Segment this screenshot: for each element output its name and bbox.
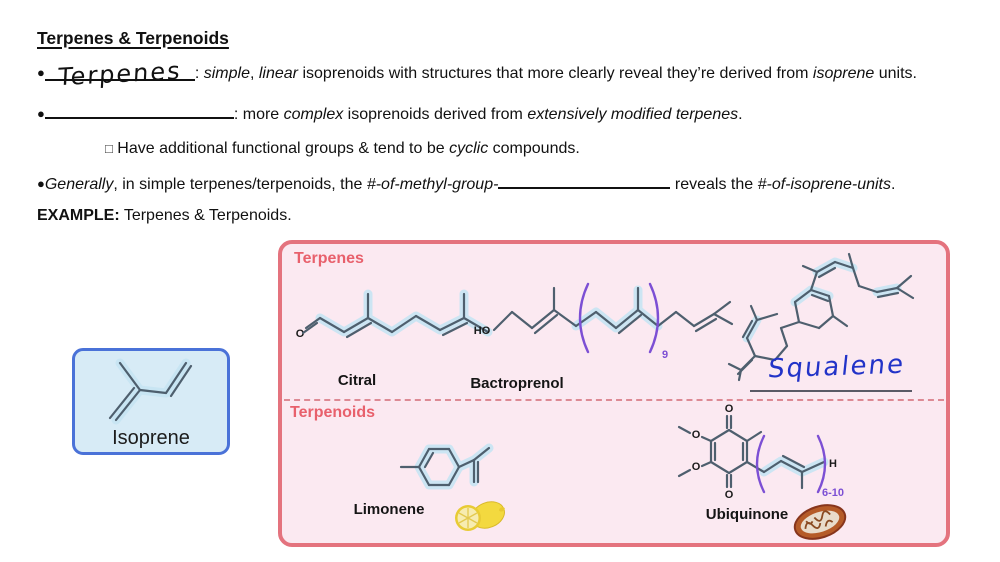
section-divider [284, 399, 944, 401]
isoprene-structure [108, 358, 193, 425]
fill-in-blank-methyl[interactable] [498, 175, 671, 189]
fill-in-blank-terpenoids[interactable] [44, 105, 234, 119]
squalene-bonds [727, 252, 915, 382]
bactoprenol-highlight [571, 285, 663, 333]
oxygen-label: O [725, 403, 734, 415]
repeat-count-9: 9 [662, 349, 668, 361]
terpenes-def-colon: : [194, 65, 204, 82]
repeat-open-paren [755, 434, 766, 494]
example-text: Terpenes & Terpenoids. [119, 207, 292, 224]
terpenoids-def-complex: complex [283, 106, 344, 123]
oxygen-label: O [296, 328, 305, 340]
terpenoids-def-start: : more [233, 106, 284, 123]
hydroxyl-label: HO [474, 325, 491, 337]
ubiquinone-structure: O O O O H 6-10 [677, 403, 844, 501]
ubiquinone-label: Ubiquinone [705, 506, 789, 523]
section-label-terpenes: Terpenes [294, 250, 364, 267]
bullet-generally-line: ●Generally, in simple terpenes/terpenoid… [37, 173, 895, 196]
repeat-close-paren [816, 434, 827, 494]
terpenes-def-sep: , [249, 65, 259, 82]
terpenoids-def-modified: extensively modified terpenes [527, 106, 739, 123]
ubiquinone-bonds [677, 414, 826, 490]
methoxy-oxygen-label: O [692, 461, 701, 473]
limonene-label: Limonene [353, 501, 425, 518]
cyclic-text-start: Have additional functional groups & tend… [112, 140, 450, 157]
page-title: Terpenes & Terpenoids [37, 28, 229, 48]
terpenoids-def-mid: isoprenoids derived from [343, 106, 528, 123]
citral-label: Citral [337, 372, 377, 389]
generally-italic: Generally [44, 176, 114, 193]
bullet-dot-icon: ● [37, 176, 45, 191]
terpenoids-def-end: . [738, 106, 743, 123]
bactoprenol-bonds [492, 286, 734, 335]
example-line: EXAMPLE: Terpenes & Terpenoids. [37, 205, 292, 227]
methyl-group-italic: #-of-methyl-group- [366, 176, 499, 193]
square-bullet-icon: □ [105, 141, 113, 156]
bactoprenol-label: Bactroprenol [470, 375, 564, 392]
limonene-bonds [399, 446, 491, 487]
generally-text: , in simple terpenes/terpenoids, the [113, 176, 367, 193]
squalene-underline [750, 390, 912, 392]
repeat-close-paren [648, 282, 660, 354]
handwritten-terpenes-ink[interactable]: Terpenes [57, 56, 183, 92]
terpenes-def-end: units. [874, 65, 917, 82]
example-label: EXAMPLE: [37, 207, 120, 224]
terpenes-def-body: isoprenoids with structures that more cl… [298, 65, 813, 82]
methoxy-oxygen-label: O [692, 429, 701, 441]
terpenes-def-isoprene: isoprene [812, 65, 875, 82]
terpene-examples-panel: Terpenes O Citral HO [278, 240, 950, 547]
cyclic-text-end: compounds. [488, 140, 580, 157]
lemon-icon [455, 501, 505, 531]
terpenes-def-linear: linear [258, 65, 299, 82]
isoprene-card: Isoprene [72, 348, 230, 455]
fill-in-blank-terpenes[interactable]: Terpenes [44, 56, 195, 92]
isoprene-units-italic: #-of-isoprene-units [757, 176, 891, 193]
bullet-dot-icon: ● [37, 106, 45, 121]
section-label-terpenoids: Terpenoids [290, 404, 376, 421]
oxygen-label: O [725, 489, 734, 501]
bullet-terpenes-line: ● Terpenes: simple, linear isoprenoids wi… [37, 56, 917, 92]
handwritten-squalene-ink[interactable]: Squalene [766, 349, 907, 385]
sub-bullet-cyclic-line: □ Have additional functional groups & te… [105, 138, 580, 160]
hydrogen-label: H [829, 458, 837, 470]
bullet-terpenoids-line: ● : more complex isoprenoids derived from… [37, 103, 743, 126]
squalene-structure [727, 252, 915, 382]
citral-structure: O [296, 289, 493, 340]
isoprene-label: Isoprene [112, 427, 190, 449]
terpenes-def-simple: simple [203, 65, 250, 82]
bullet-dot-icon: ● [37, 65, 45, 80]
repeat-count-6-10: 6-10 [822, 487, 844, 499]
generally-mid: reveals the [670, 176, 758, 193]
cyclic-italic: cyclic [449, 140, 489, 157]
bactoprenol-structure: HO 9 [474, 282, 734, 361]
mitochondria-icon [793, 504, 847, 540]
limonene-structure [399, 443, 494, 490]
citral-bonds [301, 292, 490, 339]
repeat-open-paren [578, 282, 590, 354]
isoprene-bonds [108, 361, 193, 422]
generally-end: . [891, 176, 896, 193]
